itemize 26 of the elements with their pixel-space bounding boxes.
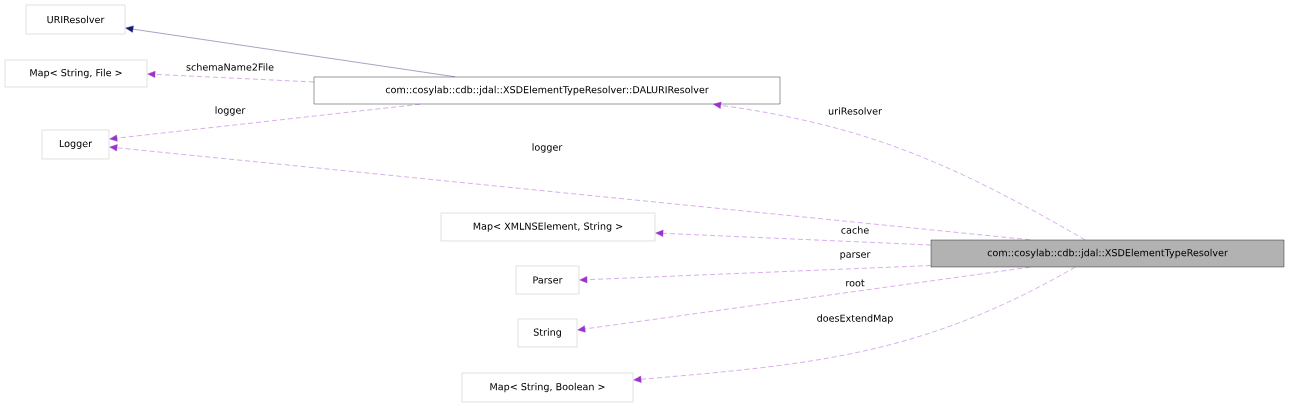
edge-label: doesExtendMap	[815, 313, 895, 325]
arrow	[577, 267, 1031, 333]
edge-label: root	[844, 278, 866, 288]
arrow	[125, 25, 456, 77]
class-box: URIResolver	[25, 4, 126, 35]
edge-label: logger	[530, 142, 564, 154]
class-box: Map< XMLNSElement, String >	[440, 212, 656, 242]
arrow	[655, 229, 931, 246]
class-box: Map< String, File >	[4, 59, 148, 88]
class-box: Parser	[515, 265, 580, 295]
edge-label: cache	[839, 225, 871, 235]
arrow	[713, 101, 1086, 240]
arrow	[147, 70, 314, 83]
arrow	[109, 144, 1031, 240]
arrow	[579, 265, 931, 284]
class-box: String	[517, 318, 578, 348]
class-box: com::cosylab::cdb::jdal::XSDElementTypeResolver	[930, 239, 1285, 268]
edge-label: uriResolver	[827, 106, 883, 116]
edge-label: schemaName2File	[185, 62, 275, 72]
edge-label: parser	[838, 251, 872, 261]
class-box: Logger	[41, 129, 110, 160]
arrow	[109, 104, 421, 142]
class-box: com::cosylab::cdb::jdal::XSDElementTypeResolver::DALURIResolver	[313, 76, 781, 105]
arrow	[633, 267, 1076, 383]
class-box: Map< String, Boolean >	[461, 372, 634, 403]
edge-label: logger	[213, 105, 247, 117]
